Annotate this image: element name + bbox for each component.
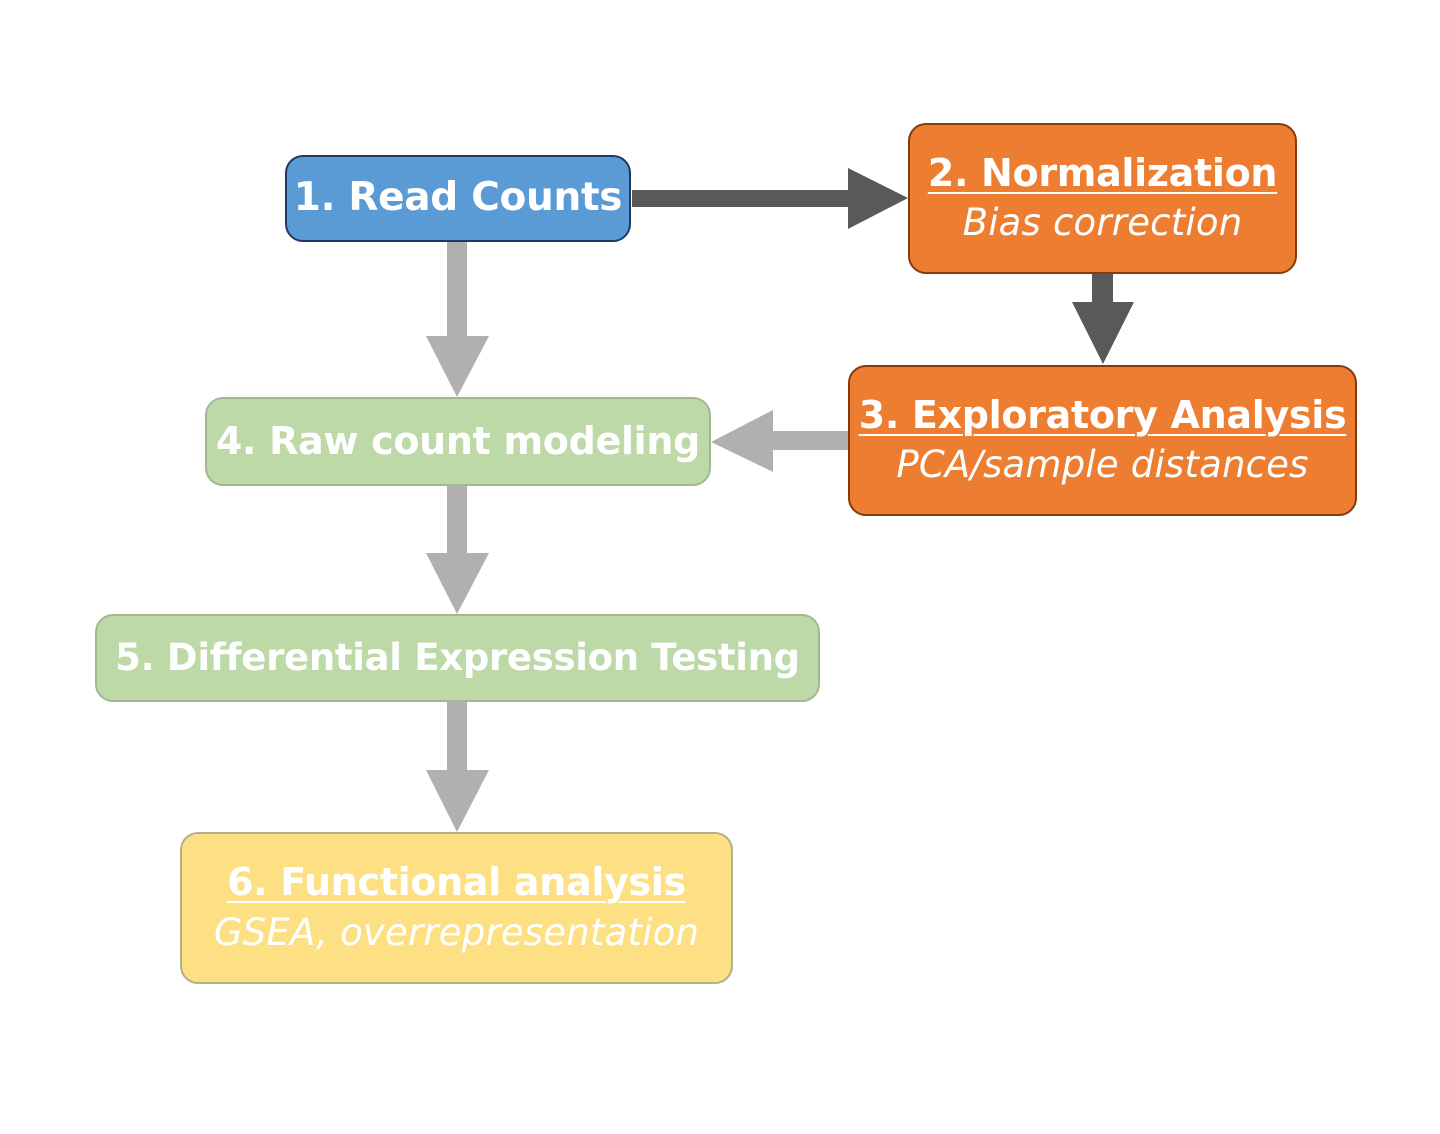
node-normalization-title: 2. Normalization	[927, 150, 1278, 195]
node-exploratory-analysis: 3. Exploratory Analysis PCA/sample dista…	[848, 365, 1357, 516]
arrow-read-counts-to-raw-count	[426, 242, 489, 397]
arrow-raw-count-to-differential	[426, 486, 489, 614]
node-functional-analysis: 6. Functional analysis GSEA, overreprese…	[180, 832, 733, 984]
node-read-counts-title: 1. Read Counts	[293, 175, 623, 221]
arrow-differential-to-functional	[426, 702, 489, 832]
node-functional-analysis-title: 6. Functional analysis	[227, 860, 686, 905]
arrow-normalization-to-exploratory	[1072, 274, 1134, 364]
node-functional-analysis-subtitle: GSEA, overrepresentation	[213, 910, 700, 954]
node-raw-count-modeling-title: 4. Raw count modeling	[215, 418, 701, 463]
node-exploratory-analysis-title: 3. Exploratory Analysis	[858, 392, 1347, 437]
arrow-exploratory-to-raw-count	[711, 410, 848, 472]
node-normalization: 2. Normalization Bias correction	[908, 123, 1297, 274]
node-raw-count-modeling: 4. Raw count modeling	[205, 397, 711, 486]
node-normalization-subtitle: Bias correction	[962, 201, 1243, 245]
node-read-counts: 1. Read Counts	[285, 155, 631, 242]
node-exploratory-analysis-subtitle: PCA/sample distances	[896, 443, 1309, 487]
node-differential-expression-testing-title: 5. Differential Expression Testing	[115, 635, 800, 679]
arrow-read-counts-to-normalization	[632, 168, 908, 229]
node-differential-expression-testing: 5. Differential Expression Testing	[95, 614, 820, 702]
